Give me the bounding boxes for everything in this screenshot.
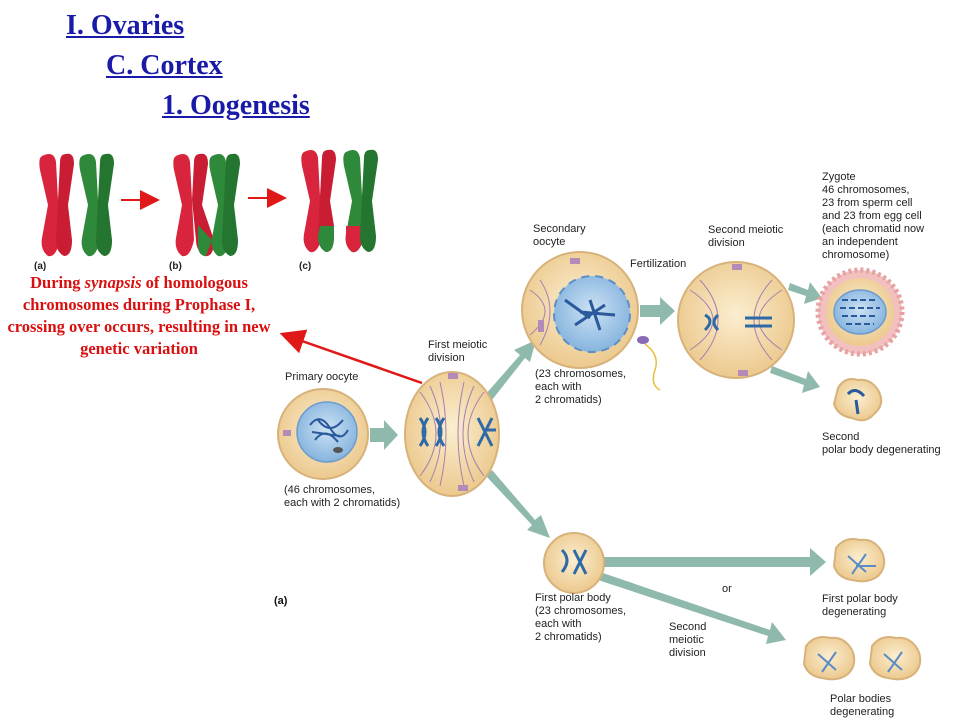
second-polar-body-cell: [832, 378, 883, 422]
primary-oocyte-cell: [277, 388, 369, 480]
label-zygote-6: an independent: [822, 236, 898, 248]
label-fertilization: Fertilization: [630, 258, 686, 270]
arrow-to-first-polar-body: [486, 470, 550, 538]
note-text-end: of homologous chromosomes during Prophas…: [7, 273, 271, 358]
crossing-over-note: During synapsis of homologous chromosome…: [4, 272, 274, 360]
first-polar-body-cell: [543, 532, 605, 594]
label-second-polar-2: polar body degenerating: [822, 444, 941, 456]
secondary-oocyte-cell: [521, 251, 661, 391]
zygote-cell: [815, 267, 905, 357]
label-primary-count-2: each with 2 chromatids): [284, 497, 400, 509]
label-first-meiotic-1: First meiotic: [428, 339, 488, 351]
panel-label-b: (b): [169, 261, 182, 272]
label-second-meiotic-bottom-2: meiotic: [669, 634, 704, 646]
label-zygote-3: 23 from sperm cell: [822, 197, 912, 209]
label-secondary-count-2: each with: [535, 381, 581, 393]
arrow-to-secondary-oocyte: [485, 340, 536, 400]
label-secondary-count-1: (23 chromosomes,: [535, 368, 626, 380]
label-second-meiotic-bottom-1: Second: [669, 621, 706, 633]
note-text-start: During: [30, 273, 85, 292]
label-primary-count-1: (46 chromosomes,: [284, 484, 375, 496]
label-zygote-1: Zygote: [822, 171, 856, 183]
label-polar-bodies-degen-2: degenerating: [830, 706, 894, 718]
label-first-polar-4: 2 chromatids): [535, 631, 602, 643]
flow-arrows: [370, 282, 826, 644]
note-emphasis-synapsis: synapsis: [84, 273, 142, 292]
chromosome-panel-b: [173, 153, 240, 257]
label-second-meiotic-top-2: division: [708, 237, 745, 249]
heading-cortex[interactable]: C. Cortex: [106, 50, 223, 81]
polar-bodies-degenerating-cells: [802, 636, 922, 681]
label-first-meiotic-2: division: [428, 352, 465, 364]
arrow-to-second-polar-body: [770, 366, 820, 393]
label-second-meiotic-top-1: Second meiotic: [708, 224, 784, 236]
label-zygote-5: (each chromatid now: [822, 223, 924, 235]
label-secondary-oocyte-1: Secondary: [533, 223, 586, 235]
label-or: or: [722, 583, 732, 595]
arrow-to-first-polar-degenerating: [604, 548, 826, 576]
first-polar-degenerating-cell: [832, 538, 886, 583]
panel-label-c: (c): [299, 261, 311, 272]
label-first-polar-3: each with: [535, 618, 581, 630]
chromosome-panel-c: [301, 149, 378, 253]
label-polar-bodies-degen-1: Polar bodies: [830, 693, 892, 705]
first-division-cell: [404, 371, 500, 497]
heading-ovaries[interactable]: I. Ovaries: [66, 10, 185, 41]
label-zygote-2: 46 chromosomes,: [822, 184, 909, 196]
panel-label-a: (a): [34, 261, 46, 272]
label-zygote-7: chromosome): [822, 249, 889, 261]
chromosome-panel-a: [39, 153, 114, 257]
label-secondary-count-3: 2 chromatids): [535, 394, 602, 406]
arrow-to-polar-bodies-degenerating: [598, 572, 786, 644]
label-first-polar-degen-1: First polar body: [822, 593, 898, 605]
arrow-to-first-division: [370, 420, 398, 450]
label-second-meiotic-bottom-3: division: [669, 647, 706, 659]
heading-oogenesis[interactable]: 1. Oogenesis: [162, 90, 310, 121]
label-second-polar-1: Second: [822, 431, 859, 443]
label-first-polar-1: First polar body: [535, 592, 611, 604]
label-first-polar-2: (23 chromosomes,: [535, 605, 626, 617]
label-first-polar-degen-2: degenerating: [822, 606, 886, 618]
second-division-cell: [677, 261, 795, 379]
label-panel-a: (a): [274, 595, 288, 607]
label-zygote-4: and 23 from egg cell: [822, 210, 922, 222]
arrow-to-second-division: [640, 297, 675, 325]
synapsis-pointer-arrow: [279, 329, 423, 385]
label-primary-oocyte: Primary oocyte: [285, 371, 358, 383]
label-secondary-oocyte-2: oocyte: [533, 236, 565, 248]
arrow-to-zygote: [788, 282, 822, 304]
